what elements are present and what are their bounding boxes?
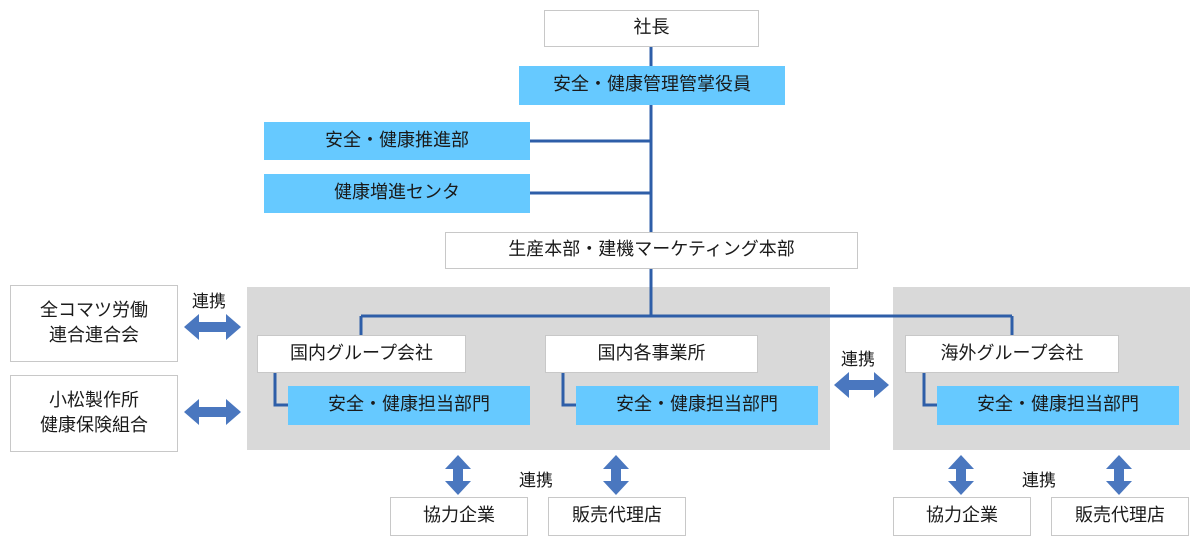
cooperation-label-bottom-right: 連携 — [1022, 471, 1056, 491]
promotion-dept-box: 安全・健康推進部 — [264, 122, 530, 160]
link-domestic-group-unit — [273, 373, 288, 407]
partner-box-right: 協力企業 — [893, 497, 1031, 536]
domestic-group-safety-unit: 安全・健康担当部門 — [288, 386, 530, 425]
domestic-offices-box: 国内各事業所 — [545, 335, 758, 373]
cooperation-label-overseas: 連携 — [841, 350, 875, 370]
production-box: 生産本部・建機マーケティング本部 — [445, 232, 858, 269]
insurance-box: 小松製作所 健康保険組合 — [10, 375, 178, 452]
insurance-line-1: 小松製作所 — [49, 390, 139, 412]
insurance-line-2: 健康保険組合 — [40, 414, 148, 436]
dealer-box-right: 販売代理店 — [1051, 497, 1189, 536]
arrow-dealer-left — [603, 455, 629, 495]
union-line-2: 連合連合会 — [49, 324, 139, 346]
arrow-partner-left — [445, 455, 471, 495]
partner-box-left: 協力企業 — [390, 497, 528, 536]
president-box: 社長 — [544, 10, 759, 47]
arrow-dealer-right — [1106, 455, 1132, 495]
domestic-group-box: 国内グループ会社 — [257, 335, 466, 373]
union-box: 全コマツ労働 連合連合会 — [10, 285, 178, 362]
officer-box: 安全・健康管理管掌役員 — [519, 66, 785, 105]
arrow-overseas — [834, 372, 889, 398]
overseas-safety-unit: 安全・健康担当部門 — [937, 386, 1179, 425]
dealer-box-left: 販売代理店 — [548, 497, 686, 536]
link-offices-unit — [561, 373, 576, 407]
link-overseas-unit — [922, 373, 937, 407]
domestic-offices-safety-unit: 安全・健康担当部門 — [576, 386, 818, 425]
arrow-insurance — [184, 399, 241, 425]
arrow-union — [184, 314, 241, 340]
health-center-box: 健康増進センタ — [264, 174, 530, 213]
cooperation-label-bottom-left: 連携 — [519, 471, 553, 491]
union-line-1: 全コマツ労働 — [40, 300, 148, 322]
cooperation-label-left: 連携 — [192, 292, 226, 312]
arrow-partner-right — [948, 455, 974, 495]
overseas-group-box: 海外グループ会社 — [905, 335, 1119, 373]
